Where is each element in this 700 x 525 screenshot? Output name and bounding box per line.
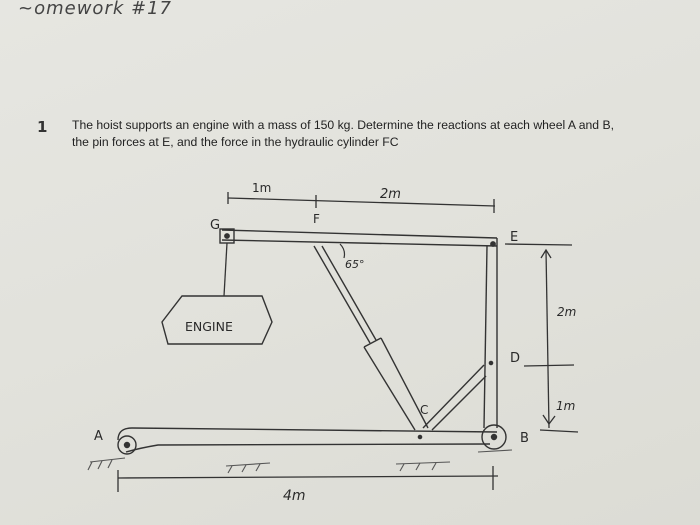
wheel-a [117, 435, 137, 455]
engine-label: ENGINE [185, 319, 233, 334]
base-frame [117, 424, 507, 455]
engine-block [161, 295, 273, 345]
label-e: E [510, 230, 518, 245]
problem-number: 1 [37, 118, 48, 136]
label-d: D [510, 351, 520, 366]
boom [219, 228, 498, 247]
dim-ab-label: 4m [283, 488, 306, 504]
label-c: C [420, 403, 428, 417]
label-g: G [210, 218, 220, 233]
angle-label: 65° [345, 258, 365, 271]
label-f: F [313, 212, 320, 226]
angle-arc [339, 243, 346, 259]
dim-gf-label: 1m [252, 181, 271, 195]
hoist-cable [223, 242, 228, 297]
mast [483, 241, 498, 429]
label-b: B [520, 431, 529, 446]
label-a: A [94, 429, 103, 444]
wheel-b [481, 424, 507, 450]
right-dimension-line [504, 243, 579, 433]
top-dimension-line [227, 192, 496, 213]
ground [87, 449, 513, 474]
brace-cd [422, 364, 487, 431]
hydraulic-cylinder [313, 245, 429, 431]
dim-db-label: 1m [556, 399, 575, 413]
bottom-dimension-line [117, 466, 499, 492]
dim-ed-label: 2m [557, 305, 576, 319]
dim-fe-label: 2m [380, 187, 401, 202]
problem-statement: The hoist supports an engine with a mass… [72, 118, 614, 149]
homework-header: ~omework #17 [18, 0, 172, 19]
